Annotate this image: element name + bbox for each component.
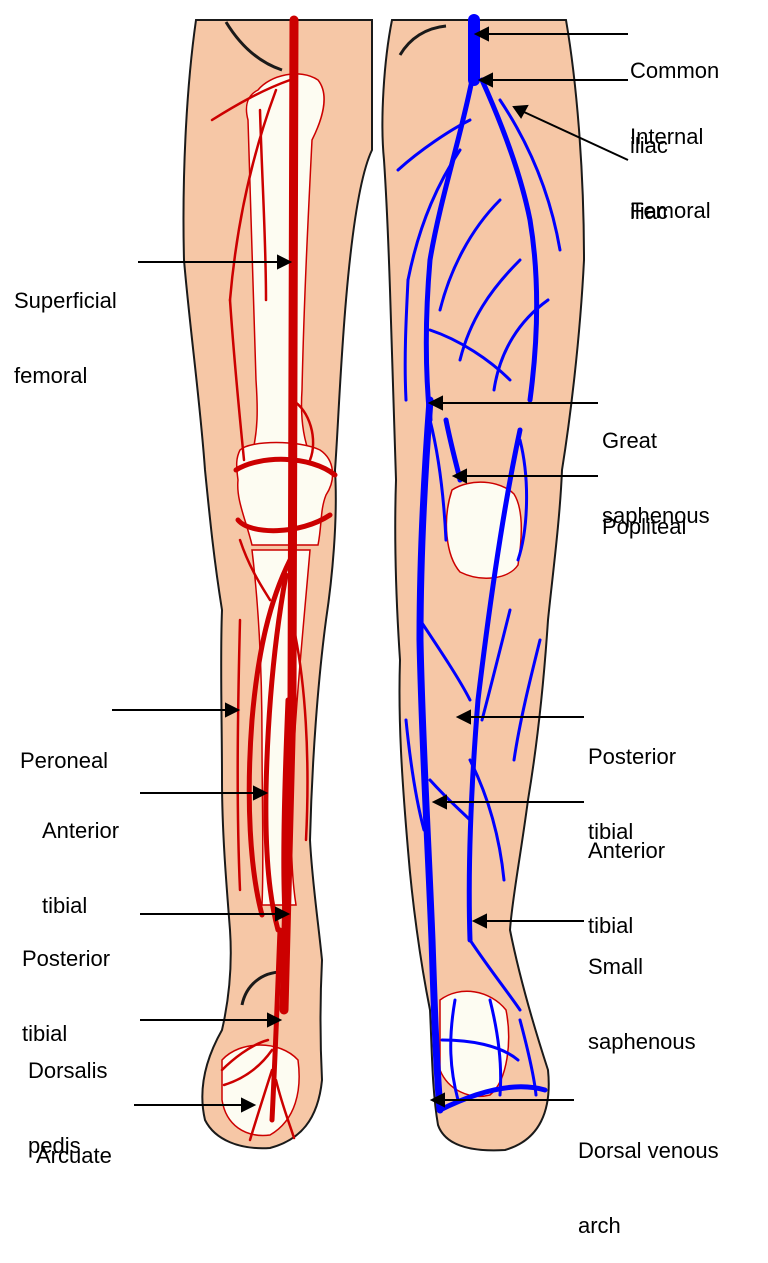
label-dorsal-venous-arch-line1: Dorsal venous xyxy=(578,1138,719,1163)
label-superficial-femoral-line1: Superficial xyxy=(14,288,117,313)
label-dorsalis-pedis-line1: Dorsalis xyxy=(28,1058,107,1083)
left-leg xyxy=(184,20,373,1148)
label-small-saphenous-line1: Small xyxy=(588,954,696,979)
label-popliteal: Popliteal xyxy=(602,464,686,564)
label-dorsal-venous-arch: Dorsal venous arch xyxy=(578,1088,719,1263)
label-popliteal-line1: Popliteal xyxy=(602,514,686,539)
label-anterior-tibial-right-line1: Anterior xyxy=(588,838,665,863)
label-small-saphenous-line2: saphenous xyxy=(588,1029,696,1054)
label-small-saphenous: Small saphenous xyxy=(588,904,696,1079)
label-arcuate-line1: Arcuate xyxy=(36,1143,112,1168)
label-internal-iliac-line1: Internal xyxy=(630,124,703,149)
label-femoral: Femoral xyxy=(630,148,711,248)
label-posterior-tibial-right-line1: Posterior xyxy=(588,744,676,769)
label-anterior-tibial-left-line1: Anterior xyxy=(42,818,119,843)
label-superficial-femoral-line2: femoral xyxy=(14,363,117,388)
label-femoral-line1: Femoral xyxy=(630,198,711,223)
right-leg-skin xyxy=(382,20,584,1150)
label-great-saphenous-line1: Great xyxy=(602,428,710,453)
label-dorsal-venous-arch-line2: arch xyxy=(578,1213,719,1238)
label-superficial-femoral: Superficial femoral xyxy=(14,238,117,413)
right-leg xyxy=(382,20,584,1150)
label-posterior-tibial-left-line1: Posterior xyxy=(22,946,110,971)
label-arcuate: Arcuate xyxy=(36,1093,112,1193)
right-knee-bone xyxy=(446,482,521,578)
